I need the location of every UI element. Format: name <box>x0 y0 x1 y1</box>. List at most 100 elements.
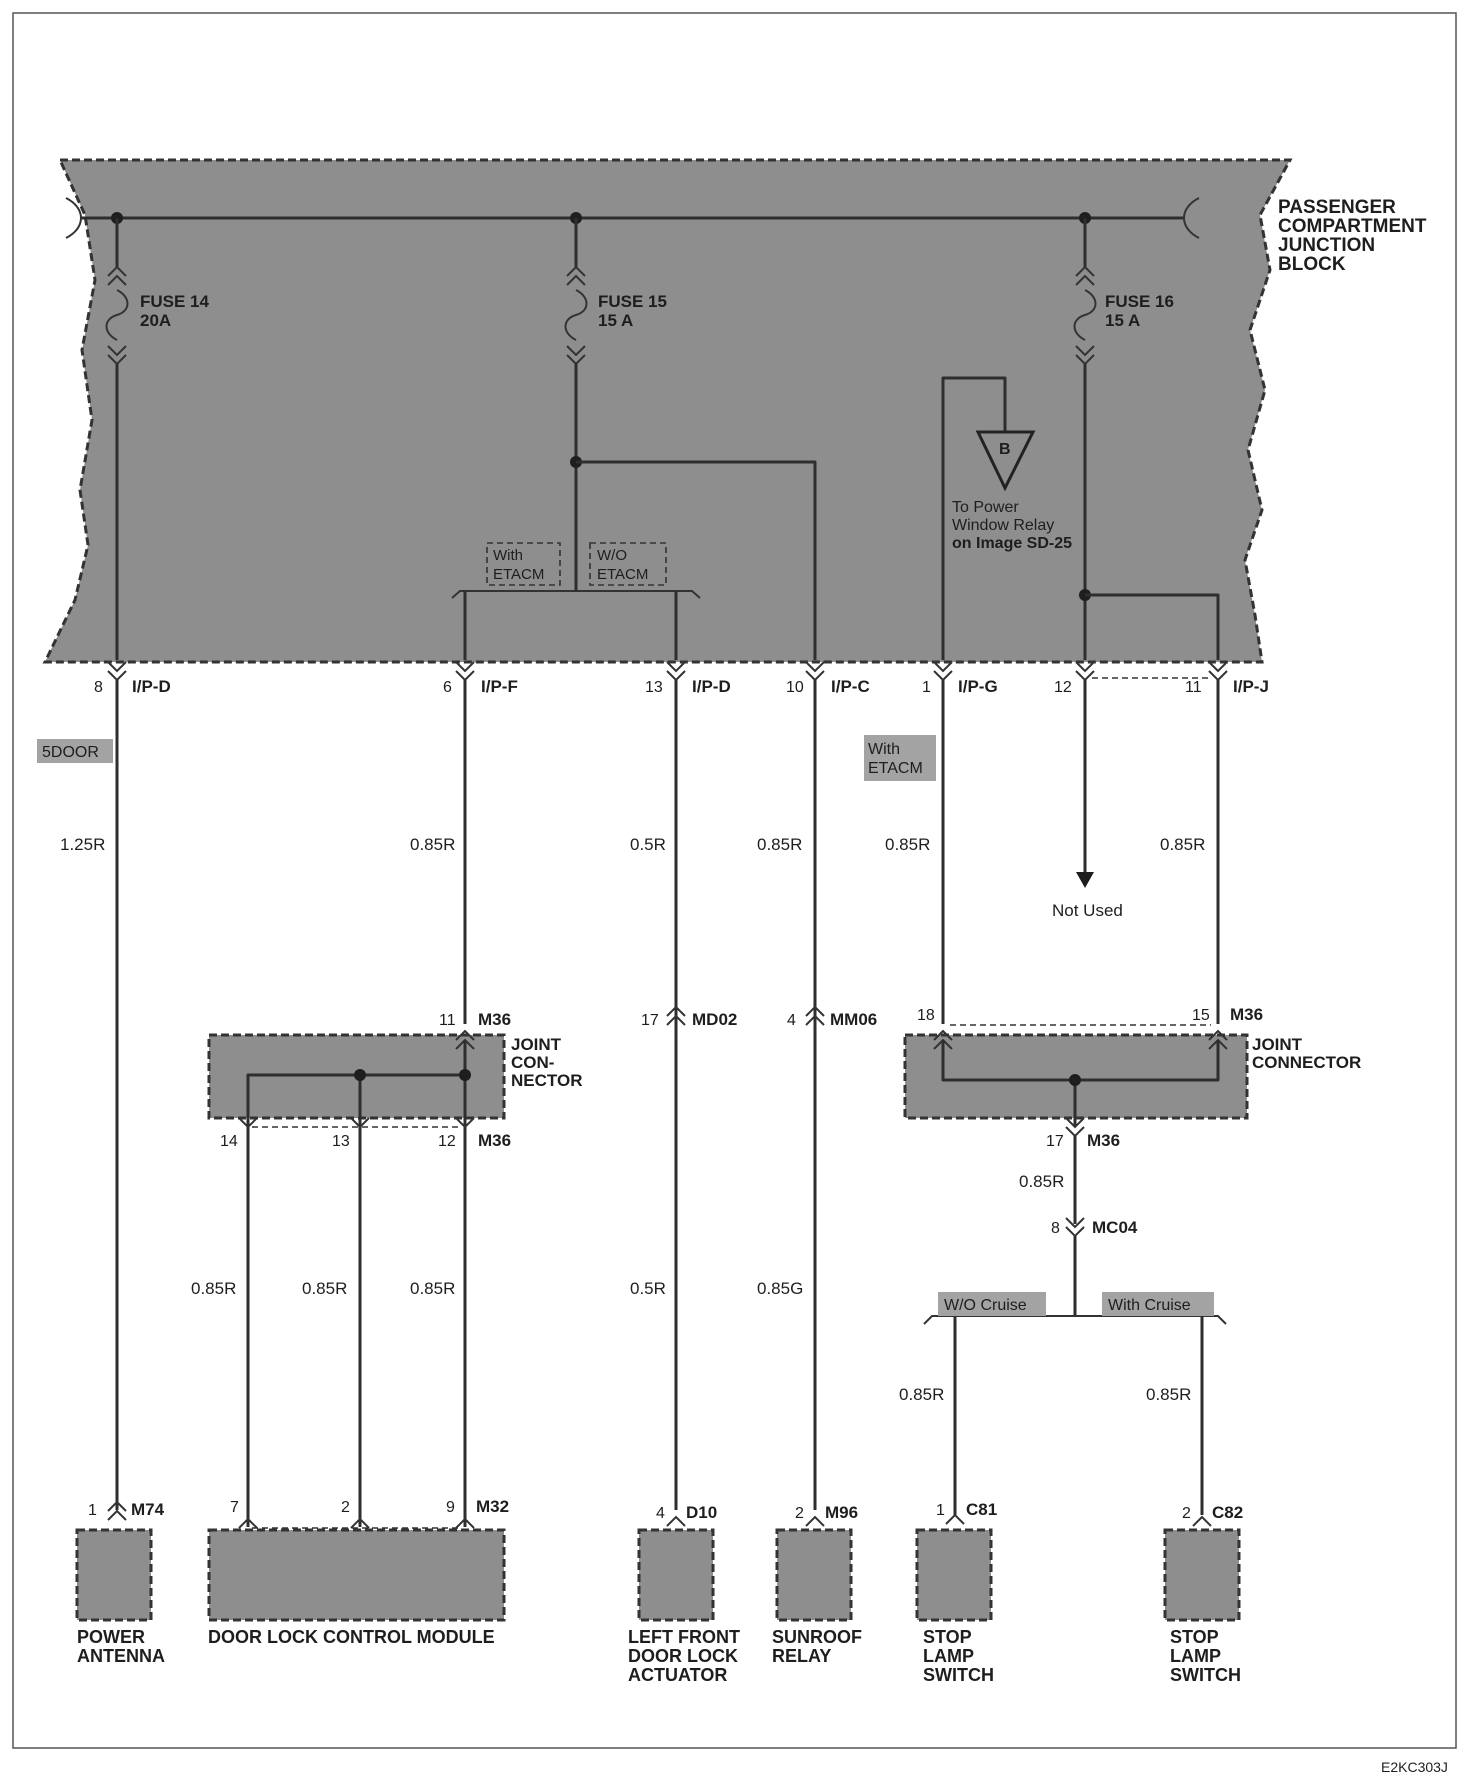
svg-text:M36: M36 <box>478 1131 511 1150</box>
stop-lamp-switch-c81 <box>915 1528 993 1622</box>
svg-text:CON-: CON- <box>511 1053 554 1072</box>
svg-text:With: With <box>493 547 523 564</box>
fuse-16-branch <box>1085 593 1220 660</box>
svg-text:0.85R: 0.85R <box>757 835 802 854</box>
svg-text:FUSE 16: FUSE 16 <box>1105 292 1174 311</box>
svg-text:STOP: STOP <box>1170 1627 1219 1647</box>
wo-etacm-tag: W/O ETACM <box>589 542 667 586</box>
cruise-split <box>923 1315 1227 1325</box>
svg-text:STOP: STOP <box>923 1627 972 1647</box>
fuse-14: FUSE 14 20A <box>105 218 210 660</box>
svg-text:2: 2 <box>795 1505 804 1522</box>
svg-text:M96: M96 <box>825 1503 858 1522</box>
svg-text:1: 1 <box>88 1502 97 1519</box>
svg-text:JUNCTION: JUNCTION <box>1278 235 1375 256</box>
svg-text:0.85R: 0.85R <box>899 1385 944 1404</box>
joint-connector-right-title: JOINT CONNECTOR <box>1252 1035 1361 1072</box>
svg-text:With Cruise: With Cruise <box>1108 1297 1191 1314</box>
svg-text:2: 2 <box>341 1499 350 1516</box>
svg-text:1.25R: 1.25R <box>60 835 105 854</box>
svg-text:0.85R: 0.85R <box>1019 1172 1064 1191</box>
ip-connector-labels: 8 I/P-D 6 I/P-F 13 I/P-D 10 I/P-C 1 I/P-… <box>94 677 1269 696</box>
svg-text:0.85R: 0.85R <box>1146 1385 1191 1404</box>
svg-text:10: 10 <box>786 679 804 696</box>
svg-text:I/P-G: I/P-G <box>958 677 998 696</box>
joint-connector-left-title: JOINT CON- NECTOR <box>511 1035 582 1090</box>
svg-text:12: 12 <box>1054 679 1072 696</box>
svg-text:I/P-F: I/P-F <box>481 677 518 696</box>
svg-text:17: 17 <box>1046 1133 1064 1150</box>
component-labels: POWER ANTENNA DOOR LOCK CONTROL MODULE L… <box>77 1627 1241 1685</box>
svg-text:MM06: MM06 <box>830 1010 877 1029</box>
svg-text:18: 18 <box>917 1007 935 1024</box>
svg-text:4: 4 <box>656 1505 665 1522</box>
svg-text:0.5R: 0.5R <box>630 1279 666 1298</box>
component-connector-chevrons <box>107 1500 1212 1529</box>
stop-lamp-switch-c82 <box>1163 1528 1241 1622</box>
inline-connector-mc04: 8 MC04 <box>1051 1217 1138 1238</box>
wo-cruise-tag: W/O Cruise <box>938 1292 1046 1316</box>
svg-text:I/P-C: I/P-C <box>831 677 870 696</box>
svg-text:M36: M36 <box>478 1010 511 1029</box>
svg-text:FUSE 14: FUSE 14 <box>140 292 210 311</box>
svg-text:20A: 20A <box>140 311 171 330</box>
svg-text:ETACM: ETACM <box>868 760 923 777</box>
svg-text:JOINT: JOINT <box>511 1035 562 1054</box>
svg-text:W/O: W/O <box>597 547 627 564</box>
left-front-door-lock-actuator <box>637 1528 715 1622</box>
svg-text:M36: M36 <box>1087 1131 1120 1150</box>
svg-text:JOINT: JOINT <box>1252 1035 1303 1054</box>
svg-text:NECTOR: NECTOR <box>511 1071 582 1090</box>
joint-left-bottom-pins: 14 13 12 M36 <box>220 1117 511 1150</box>
svg-text:BLOCK: BLOCK <box>1278 254 1346 275</box>
bus-break-right <box>1183 197 1200 239</box>
inline-connector-md02: 17 MD02 <box>641 1005 737 1029</box>
power-antenna <box>75 1528 153 1622</box>
diagram-frame <box>12 12 1457 1749</box>
svg-text:MD02: MD02 <box>692 1010 737 1029</box>
not-used-arrow-icon <box>1076 872 1094 888</box>
five-door-tag: 5DOOR <box>37 739 113 763</box>
svg-text:RELAY: RELAY <box>772 1646 831 1666</box>
svg-text:DOOR LOCK CONTROL MODULE: DOOR LOCK CONTROL MODULE <box>208 1627 495 1647</box>
svg-text:W/O Cruise: W/O Cruise <box>944 1297 1027 1314</box>
svg-text:With: With <box>868 741 900 758</box>
svg-text:M74: M74 <box>131 1500 165 1519</box>
svg-text:PASSENGER: PASSENGER <box>1278 197 1396 218</box>
ref-b-label: B <box>999 441 1011 458</box>
joint-left-bus <box>246 1040 467 1126</box>
svg-text:1: 1 <box>922 679 931 696</box>
fuse-16: FUSE 16 15 A <box>1073 218 1174 660</box>
svg-text:To Power: To Power <box>952 499 1019 516</box>
svg-text:4: 4 <box>787 1012 796 1029</box>
ip-connector-chevrons <box>107 661 1228 682</box>
svg-text:11: 11 <box>439 1012 456 1029</box>
svg-text:Window Relay: Window Relay <box>952 517 1054 534</box>
svg-text:13: 13 <box>332 1133 350 1150</box>
svg-text:15: 15 <box>1192 1007 1210 1024</box>
with-etacm-pg-tag: With ETACM <box>864 735 936 781</box>
not-used-label: Not Used <box>1052 901 1123 920</box>
power-window-feed <box>941 376 1007 660</box>
power-window-note: To Power Window Relay on Image SD-25 <box>952 499 1072 552</box>
svg-text:on Image SD-25: on Image SD-25 <box>952 535 1072 552</box>
svg-text:ANTENNA: ANTENNA <box>77 1646 165 1666</box>
svg-text:FUSE 15: FUSE 15 <box>598 292 667 311</box>
svg-text:5DOOR: 5DOOR <box>42 744 99 761</box>
svg-text:ETACM: ETACM <box>597 566 648 583</box>
svg-text:0.85R: 0.85R <box>410 1279 455 1298</box>
diagram-code: E2KC303J <box>1381 1759 1448 1775</box>
door-lock-control-module <box>207 1528 506 1622</box>
svg-text:I/P-D: I/P-D <box>692 677 731 696</box>
svg-text:M32: M32 <box>476 1497 509 1516</box>
bus-break-left <box>65 197 82 239</box>
svg-text:14: 14 <box>220 1133 238 1150</box>
svg-text:2: 2 <box>1182 1505 1191 1522</box>
svg-text:0.5R: 0.5R <box>630 835 666 854</box>
svg-text:I/P-J: I/P-J <box>1233 677 1269 696</box>
svg-text:SWITCH: SWITCH <box>923 1665 994 1685</box>
junction-block-title: PASSENGER COMPARTMENT JUNCTION BLOCK <box>1278 197 1427 275</box>
svg-text:0.85R: 0.85R <box>1160 835 1205 854</box>
svg-text:C81: C81 <box>966 1500 997 1519</box>
svg-text:LEFT FRONT: LEFT FRONT <box>628 1627 740 1647</box>
